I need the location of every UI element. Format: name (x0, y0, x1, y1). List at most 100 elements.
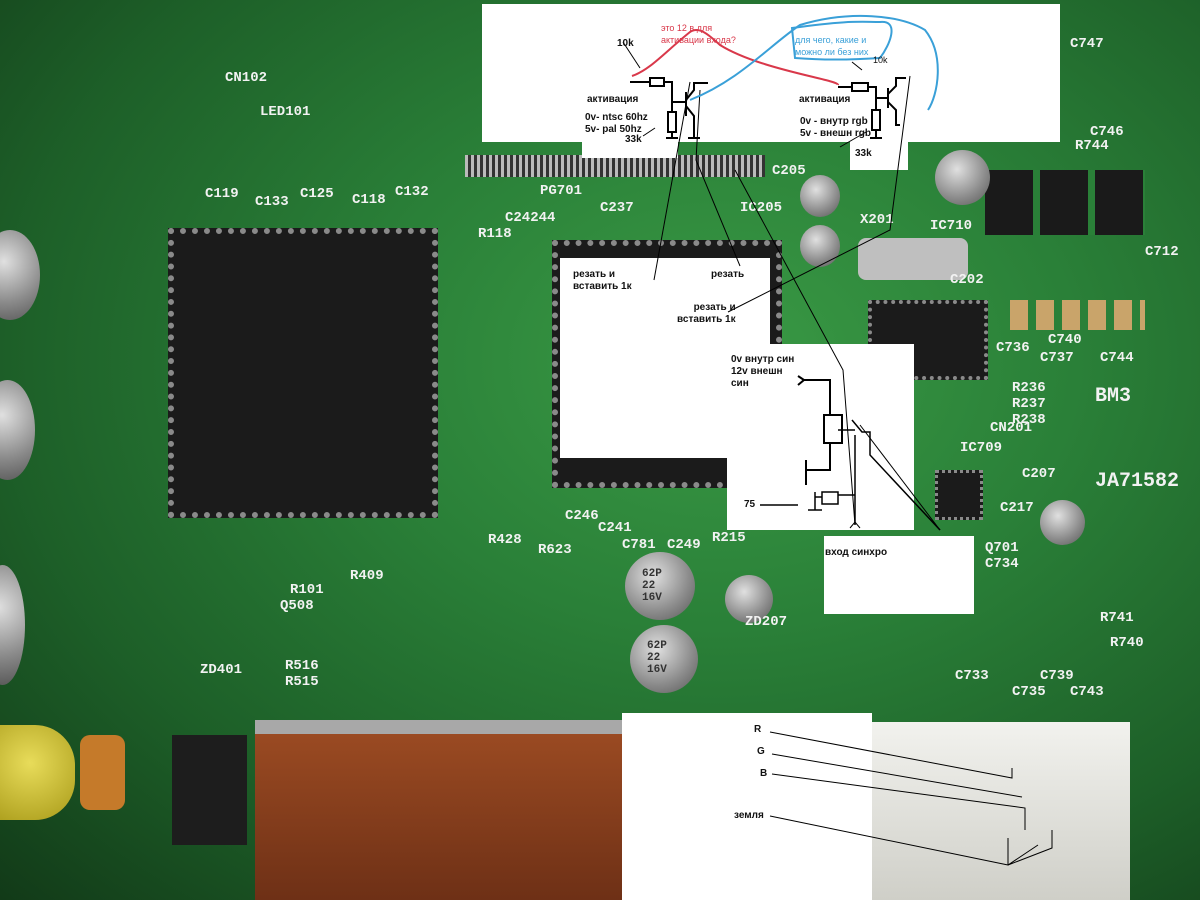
pcb-label: C205 (772, 163, 806, 179)
pg701-connector (465, 155, 765, 177)
capacitor (800, 225, 840, 267)
b-signal-label: B (760, 768, 768, 779)
pcb-label: C118 (352, 192, 386, 208)
right-states-label: 0v - внутр rgb 5v - внешн rgb (800, 116, 872, 139)
pcb-label: R516 (285, 658, 319, 674)
cut-insert-note-2: резать и вставить 1к (677, 302, 736, 325)
crystal-x201 (858, 238, 968, 280)
pcb-label: C746 (1090, 124, 1124, 140)
pcb-label: R101 (290, 582, 324, 598)
pcb-label: CN201 (990, 420, 1033, 436)
capacitor-marking: 62P 22 16V (642, 568, 662, 604)
left-resistor-top-label: 10k (617, 38, 634, 49)
pcb-label: ZD207 (745, 614, 788, 630)
left-states-label: 0v- ntsc 60hz 5v- pal 50hz (585, 112, 648, 135)
resistor-array (1010, 300, 1145, 330)
pcb-label: ZD401 (200, 662, 243, 678)
annotation-box-sync (727, 344, 914, 530)
left-activation-label: активация (587, 94, 639, 105)
capacitor (935, 150, 990, 205)
capacitor (800, 175, 840, 217)
pcb-label: C24244 (505, 210, 556, 226)
right-resistor-bottom-label: 33k (855, 148, 872, 159)
annotation-box-bottom (622, 713, 872, 900)
pcb-label: R118 (478, 226, 512, 242)
sync-input-label: вход синхро (825, 547, 888, 558)
capacitor (725, 575, 773, 623)
brown-connector (255, 720, 625, 900)
capacitor-marking: 62P 22 16V (647, 640, 667, 676)
pcb-label: R515 (285, 674, 319, 690)
pcb-label: CN102 (225, 70, 268, 86)
pcb-label: C744 (1100, 350, 1134, 366)
capacitor (630, 625, 698, 693)
pcb-label: LED101 (260, 104, 311, 120)
pcb-label: C733 (955, 668, 989, 684)
red-question-note: это 12 в для активации входа? (661, 23, 736, 45)
pcb-label: C712 (1145, 244, 1179, 260)
pcb-label: C217 (1000, 500, 1034, 516)
yellow-capacitor (0, 725, 75, 820)
pcb-label: C207 (1022, 466, 1056, 482)
pcb-label: R238 (1012, 412, 1046, 428)
pcb-label: BM3 (1095, 385, 1132, 408)
pcb-label: IC709 (960, 440, 1003, 456)
pcb-label: R409 (350, 568, 384, 584)
pcb-label: IC710 (930, 218, 973, 234)
blue-question-note: для чего, какие и можно ли без них (795, 35, 869, 57)
cut-note: резать (711, 269, 745, 280)
pcb-label: IC205 (740, 200, 783, 216)
pcb-label: R740 (1110, 635, 1144, 651)
r-signal-label: R (754, 724, 762, 735)
sync-states-note: 0v внутр син 12v внешн син (731, 354, 795, 389)
right-resistor-top-label: 10k (873, 55, 888, 65)
pcb-label: Q701 (985, 540, 1019, 556)
pcb-label: C133 (255, 194, 289, 210)
pcb-label: C119 (205, 186, 239, 202)
pcb-label: R623 (538, 542, 572, 558)
white-connector (872, 722, 1130, 900)
main-processor-chip (168, 228, 438, 518)
capacitor (1040, 500, 1085, 545)
fuse (80, 735, 125, 810)
pcb-label: C781 (622, 537, 656, 553)
right-activation-label: активация (799, 94, 851, 105)
g-signal-label: G (757, 746, 765, 757)
regulator (172, 735, 247, 845)
pcb-label: R215 (712, 530, 746, 546)
pcb-label: Q508 (280, 598, 314, 614)
pcb-label: R237 (1012, 396, 1046, 412)
ic709-chip (935, 470, 983, 520)
capacitor (625, 552, 695, 620)
pcb-label: C734 (985, 556, 1019, 572)
pcb-label: C740 (1048, 332, 1082, 348)
pcb-label: C736 (996, 340, 1030, 356)
pcb-label: C739 (1040, 668, 1074, 684)
annotation-box-top-tab (582, 140, 678, 158)
pcb-label: R741 (1100, 610, 1134, 626)
pcb-label: X201 (860, 212, 894, 228)
ground-label: земля (734, 810, 764, 821)
pcb-label: C246 (565, 508, 599, 524)
pcb-label: C747 (1070, 36, 1104, 52)
pcb-label: C237 (600, 200, 634, 216)
pcb-label: C737 (1040, 350, 1074, 366)
ic-jrc-row (985, 170, 1145, 235)
annotation-box-sync-input (824, 536, 974, 614)
pcb-label: JA71582 (1095, 470, 1180, 493)
pcb-label: C735 (1012, 684, 1046, 700)
cut-insert-note-1: резать и вставить 1к (573, 269, 632, 292)
pcb-label: R744 (1075, 138, 1109, 154)
pcb-label: C241 (598, 520, 632, 536)
resistor-75-label: 75 (744, 499, 756, 510)
pcb-label: R236 (1012, 380, 1046, 396)
pcb-label: C132 (395, 184, 429, 200)
pcb-label: C743 (1070, 684, 1104, 700)
pcb-label: C249 (667, 537, 701, 553)
pcb-label: R428 (488, 532, 522, 548)
pcb-label: C202 (950, 272, 984, 288)
annotation-box-top (482, 4, 1060, 142)
pcb-label: PG701 (540, 183, 583, 199)
left-resistor-bottom-label: 33k (625, 134, 642, 145)
